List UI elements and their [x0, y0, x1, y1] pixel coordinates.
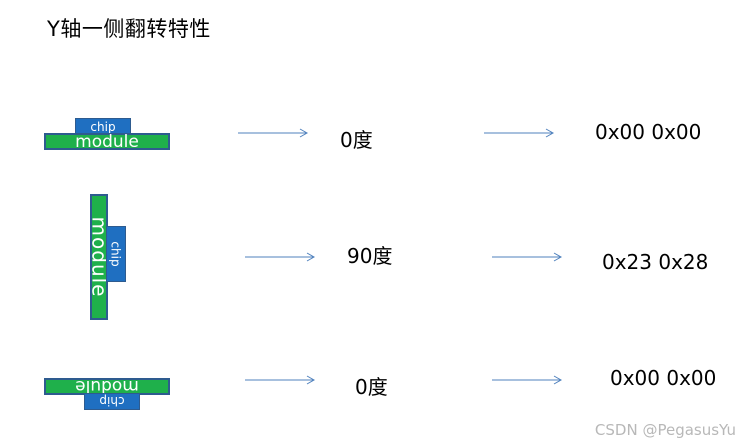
angle-label-3: 0度	[355, 375, 388, 399]
angle-label-1: 0度	[340, 128, 373, 152]
arrow-3a	[245, 373, 317, 387]
module-label: module	[75, 131, 139, 152]
arrow-1a	[238, 126, 310, 140]
hex-value-1: 0x00 0x00	[595, 120, 702, 144]
arrow-3b	[492, 373, 564, 387]
chip-label: chip	[90, 119, 116, 134]
chip-label: chip	[109, 241, 123, 267]
hex-value-3: 0x00 0x00	[610, 366, 717, 390]
arrow-2b	[492, 250, 564, 264]
module-block: module	[44, 131, 170, 152]
diagram-title: Y轴一侧翻转特性	[47, 17, 211, 41]
watermark: CSDN @PegasusYu	[594, 421, 736, 439]
chip-label: chip	[99, 394, 125, 409]
chip-block: chip	[106, 226, 126, 282]
hex-value-2: 0x23 0x28	[602, 250, 709, 274]
angle-label-2: 90度	[347, 244, 393, 268]
arrow-1b	[484, 126, 556, 140]
chip-block: chip	[84, 393, 140, 410]
arrow-2a	[245, 250, 317, 264]
